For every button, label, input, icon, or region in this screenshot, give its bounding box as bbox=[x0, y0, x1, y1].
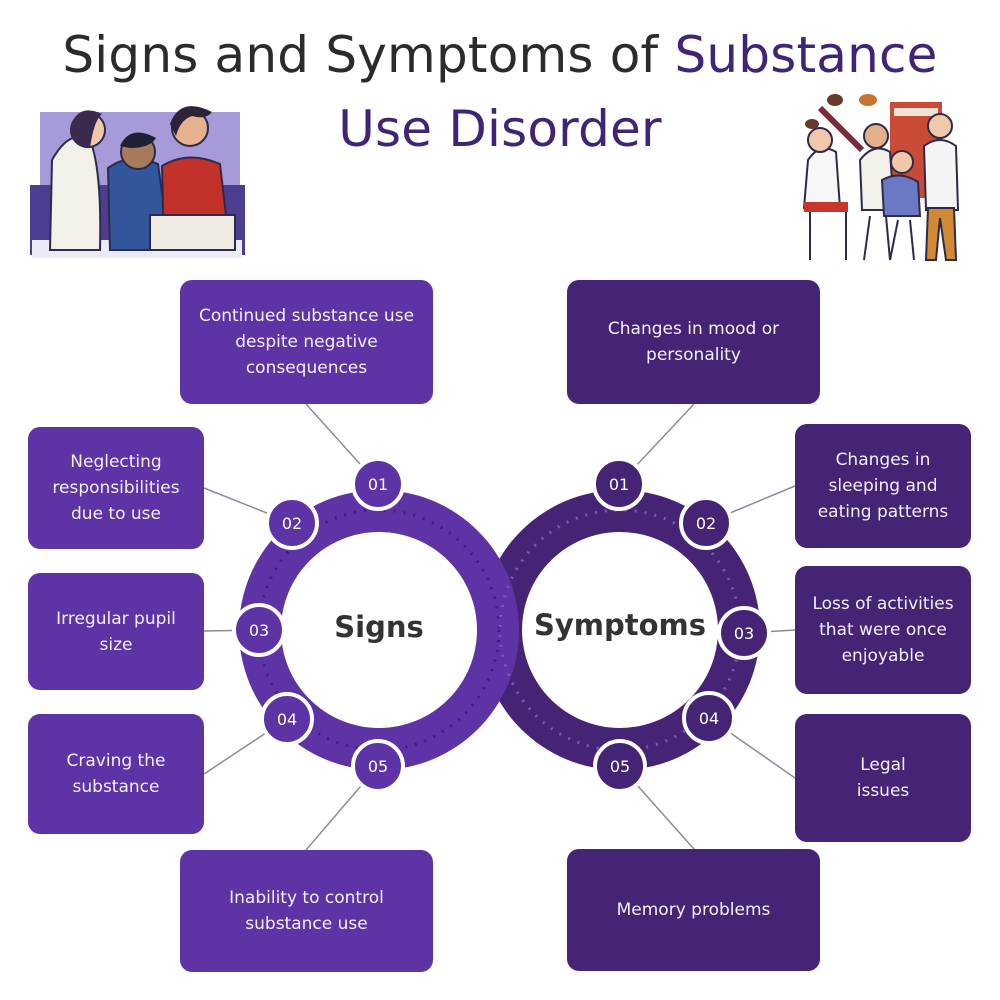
symptoms-badge-number-5: 05 bbox=[610, 757, 630, 776]
symptoms-badge-2 bbox=[679, 496, 733, 550]
sign-box-03: Irregular pupil size bbox=[28, 573, 204, 690]
signs-badge-5 bbox=[351, 739, 405, 793]
symptoms-badge-number-2: 02 bbox=[696, 514, 716, 533]
symptoms-center-label: Symptoms bbox=[533, 608, 707, 642]
symptoms-badge-4 bbox=[682, 691, 736, 745]
symptom-box-04: Legal issues bbox=[795, 714, 971, 842]
signs-center-label: Signs bbox=[334, 610, 424, 644]
page-title-line-1: Signs and Symptoms of Substance bbox=[0, 30, 1000, 80]
symptom-box-01: Changes in mood or personality bbox=[567, 280, 820, 404]
page-title-line-2: Use Disorder bbox=[338, 100, 662, 158]
signs-badge-number-2: 02 bbox=[282, 514, 302, 533]
signs-badge-3 bbox=[232, 603, 286, 657]
family-support-illustration bbox=[30, 106, 245, 258]
signs-badge-number-1: 01 bbox=[368, 475, 388, 494]
symptoms-badge-number-1: 01 bbox=[609, 475, 629, 494]
signs-center-disc bbox=[281, 532, 477, 728]
signs-badge-number-4: 04 bbox=[277, 710, 297, 729]
signs-badge-number-3: 03 bbox=[249, 621, 269, 640]
title-text-accent: Substance bbox=[674, 26, 938, 84]
sign-box-02: Neglecting responsibilities due to use bbox=[28, 427, 204, 549]
symptom-box-02: Changes in sleeping and eating patterns bbox=[795, 424, 971, 548]
symptom-box-05: Memory problems bbox=[567, 849, 820, 971]
title-text-dark: Signs and Symptoms of bbox=[62, 26, 675, 84]
symptom-box-03: Loss of activities that were once enjoya… bbox=[795, 566, 971, 694]
signs-badge-number-5: 05 bbox=[368, 757, 388, 776]
symptoms-badge-number-4: 04 bbox=[699, 709, 719, 728]
signs-badge-4 bbox=[260, 692, 314, 746]
sign-box-01: Continued substance use despite negative… bbox=[180, 280, 433, 404]
signs-badge-1 bbox=[351, 457, 405, 511]
symptoms-badge-number-3: 03 bbox=[734, 624, 754, 643]
symptoms-center-disc bbox=[522, 532, 718, 728]
symptoms-badge-1 bbox=[592, 457, 646, 511]
signs-ring-dots bbox=[257, 508, 501, 752]
symptoms-badge-3 bbox=[717, 606, 771, 660]
symptoms-badge-5 bbox=[593, 739, 647, 793]
signs-badge-2 bbox=[265, 496, 319, 550]
sign-box-04: Craving the substance bbox=[28, 714, 204, 834]
group-therapy-illustration bbox=[802, 94, 960, 261]
sign-box-05: Inability to control substance use bbox=[180, 850, 433, 972]
